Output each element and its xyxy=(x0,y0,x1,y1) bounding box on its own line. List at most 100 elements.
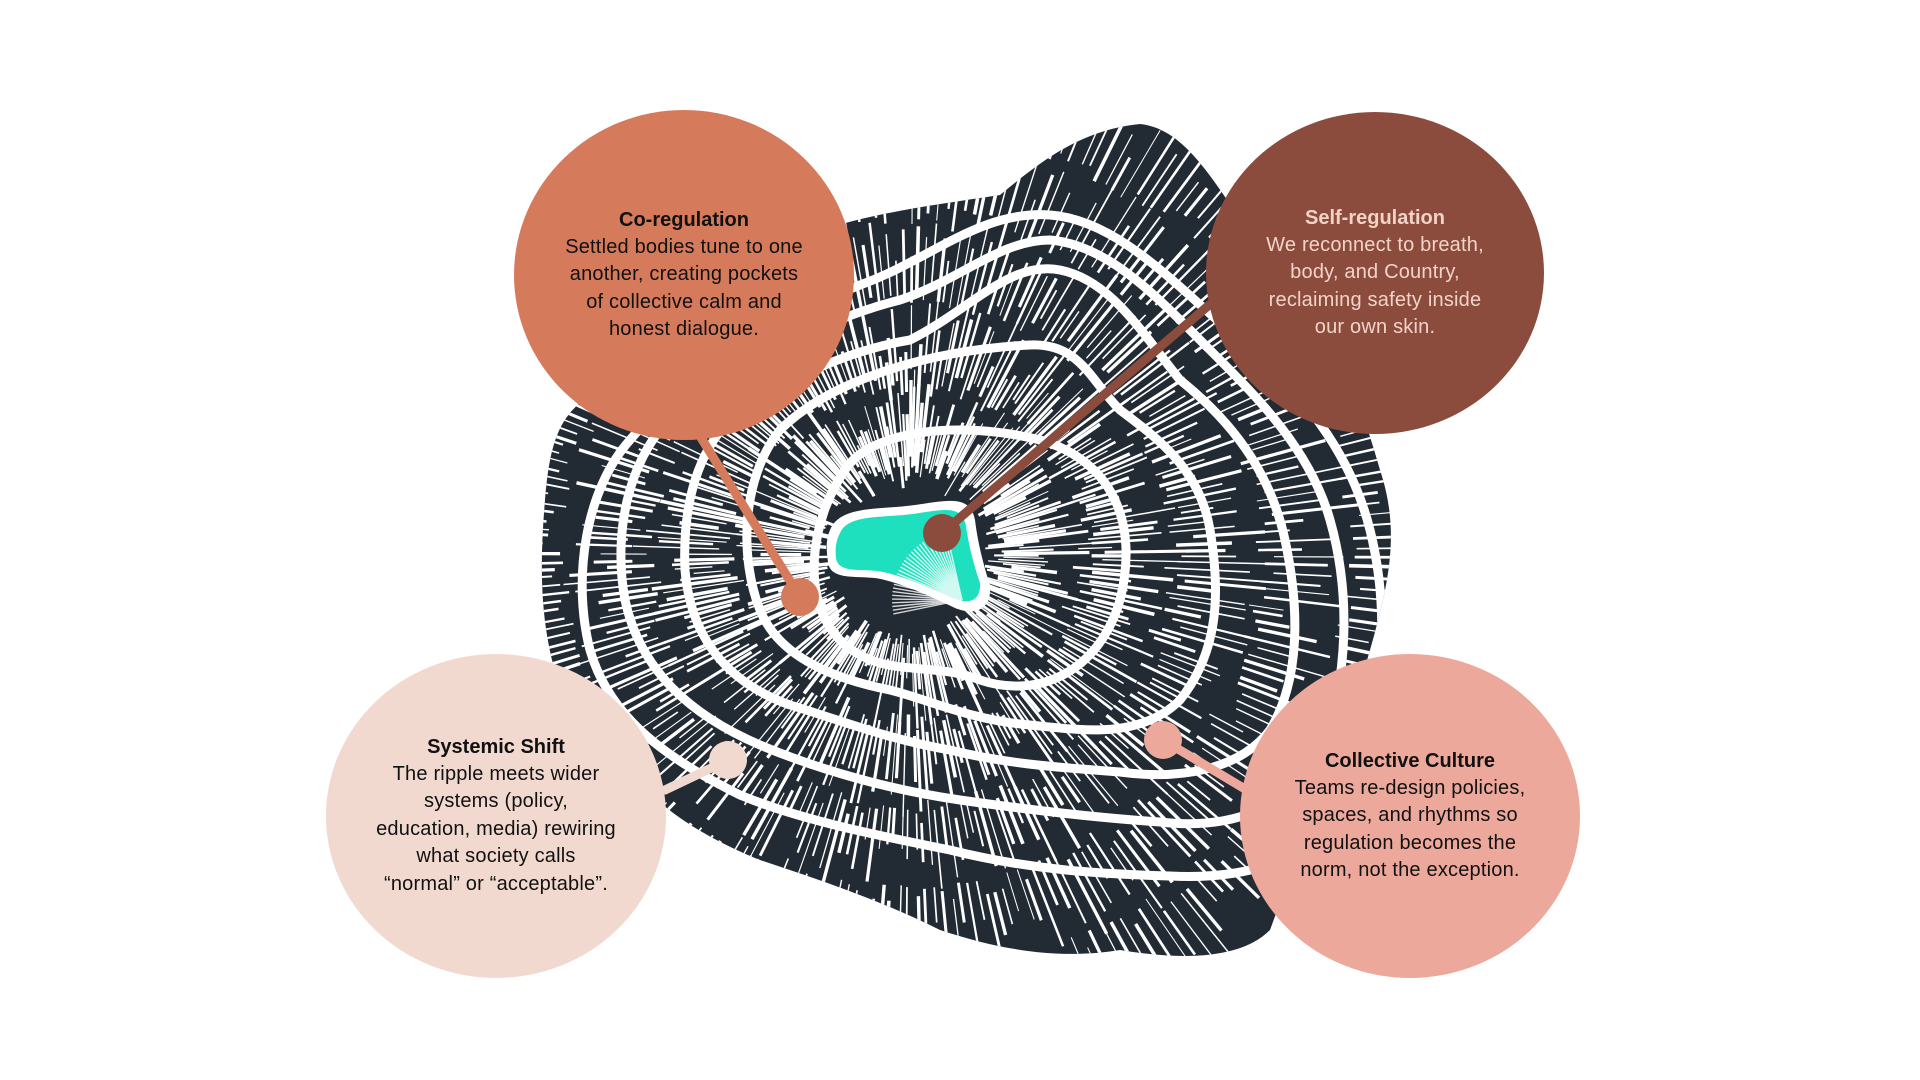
grain-line xyxy=(837,813,850,854)
grain-line xyxy=(904,351,909,393)
grain-line xyxy=(796,715,831,782)
grain-line xyxy=(635,911,661,945)
grain-line xyxy=(899,124,903,136)
grain-line xyxy=(927,799,934,865)
grain-line xyxy=(406,539,466,541)
grain-line xyxy=(795,785,819,839)
grain-line xyxy=(867,429,886,480)
grain-line xyxy=(992,496,1027,515)
grain-line xyxy=(652,711,679,730)
grain-line xyxy=(1017,351,1068,416)
grain-line xyxy=(976,345,995,388)
grain-line xyxy=(780,696,806,729)
grain-line xyxy=(1070,937,1103,956)
grain-line xyxy=(1175,181,1200,212)
grain-line xyxy=(984,479,1052,517)
grain-line xyxy=(1255,619,1290,629)
grain-line xyxy=(867,146,878,218)
grain-line xyxy=(970,620,1026,679)
grain-line xyxy=(1060,654,1126,698)
grain-line xyxy=(1038,668,1073,700)
grain-line xyxy=(888,389,901,467)
grain-line xyxy=(975,124,985,135)
grain-line xyxy=(1349,563,1390,569)
grain-line xyxy=(789,478,831,506)
grain-line xyxy=(956,124,968,131)
systemic-shift-pin xyxy=(709,741,747,779)
grain-line xyxy=(1177,560,1266,565)
grain-line xyxy=(778,871,792,901)
grain-line xyxy=(1046,659,1114,711)
grain-line xyxy=(1060,775,1081,804)
grain-line xyxy=(948,642,986,719)
grain-line xyxy=(1153,636,1196,653)
grain-line xyxy=(1035,963,1048,1005)
grain-line xyxy=(944,461,966,497)
grain-line xyxy=(1059,310,1080,339)
grain-line xyxy=(416,448,482,462)
grain-line xyxy=(1019,275,1048,332)
systemic-shift-line: The ripple meets wider xyxy=(392,762,600,785)
grain-line xyxy=(779,973,789,1009)
grain-line xyxy=(943,124,949,125)
grain-line xyxy=(824,424,862,480)
grain-line xyxy=(1012,355,1058,416)
grain-line xyxy=(819,792,843,869)
grain-line xyxy=(988,560,1045,566)
grain-line xyxy=(541,591,570,603)
grain-line xyxy=(821,798,847,883)
grain-line xyxy=(963,972,972,1044)
grain-line xyxy=(1100,520,1158,531)
grain-line xyxy=(541,540,543,545)
grain-line xyxy=(1356,547,1391,550)
grain-line xyxy=(1020,789,1058,862)
grain-line xyxy=(1025,174,1055,243)
grain-line xyxy=(655,688,692,712)
grain-line xyxy=(759,764,780,794)
grain-line xyxy=(1136,681,1202,720)
grain-line xyxy=(588,610,661,630)
grain-line xyxy=(845,139,861,223)
collective-culture-pin xyxy=(1144,721,1182,759)
grain-line xyxy=(994,501,1031,519)
grain-line xyxy=(906,809,909,860)
grain-line xyxy=(673,497,737,516)
grain-line xyxy=(1042,124,1069,145)
grain-line xyxy=(815,890,831,946)
grain-line xyxy=(397,603,470,611)
grain-line xyxy=(541,583,561,590)
grain-line xyxy=(668,630,744,667)
co-regulation-text: Settled bodies tune to one another, crea… xyxy=(565,234,803,344)
grain-line xyxy=(797,802,824,874)
grain-line xyxy=(849,724,871,804)
grain-line xyxy=(1120,341,1190,396)
grain-line xyxy=(1062,646,1124,685)
grain-line xyxy=(1072,852,1107,912)
grain-line xyxy=(831,879,843,928)
grain-line xyxy=(1264,562,1328,567)
grain-line xyxy=(820,124,835,130)
grain-line xyxy=(996,124,1006,132)
grain-line xyxy=(762,474,824,510)
grain-line xyxy=(965,437,992,475)
grain-line xyxy=(801,453,849,499)
grain-line xyxy=(1107,208,1152,270)
grain-line xyxy=(962,647,984,681)
grain-line xyxy=(758,789,794,857)
grain-line xyxy=(828,705,851,758)
grain-line xyxy=(847,986,853,1033)
grain-line xyxy=(1110,156,1132,191)
grain-line xyxy=(955,642,986,700)
grain-line xyxy=(951,985,954,1018)
grain-line xyxy=(1039,289,1058,320)
grain-line xyxy=(1002,523,1083,540)
grain-line xyxy=(882,987,884,1016)
grain-line xyxy=(1067,124,1100,162)
grain-line xyxy=(653,727,714,781)
grain-line xyxy=(782,707,815,757)
grain-line xyxy=(1072,605,1131,626)
grain-line xyxy=(632,545,720,550)
grain-line xyxy=(1058,437,1092,460)
grain-line xyxy=(435,370,491,392)
grain-line xyxy=(880,637,891,676)
